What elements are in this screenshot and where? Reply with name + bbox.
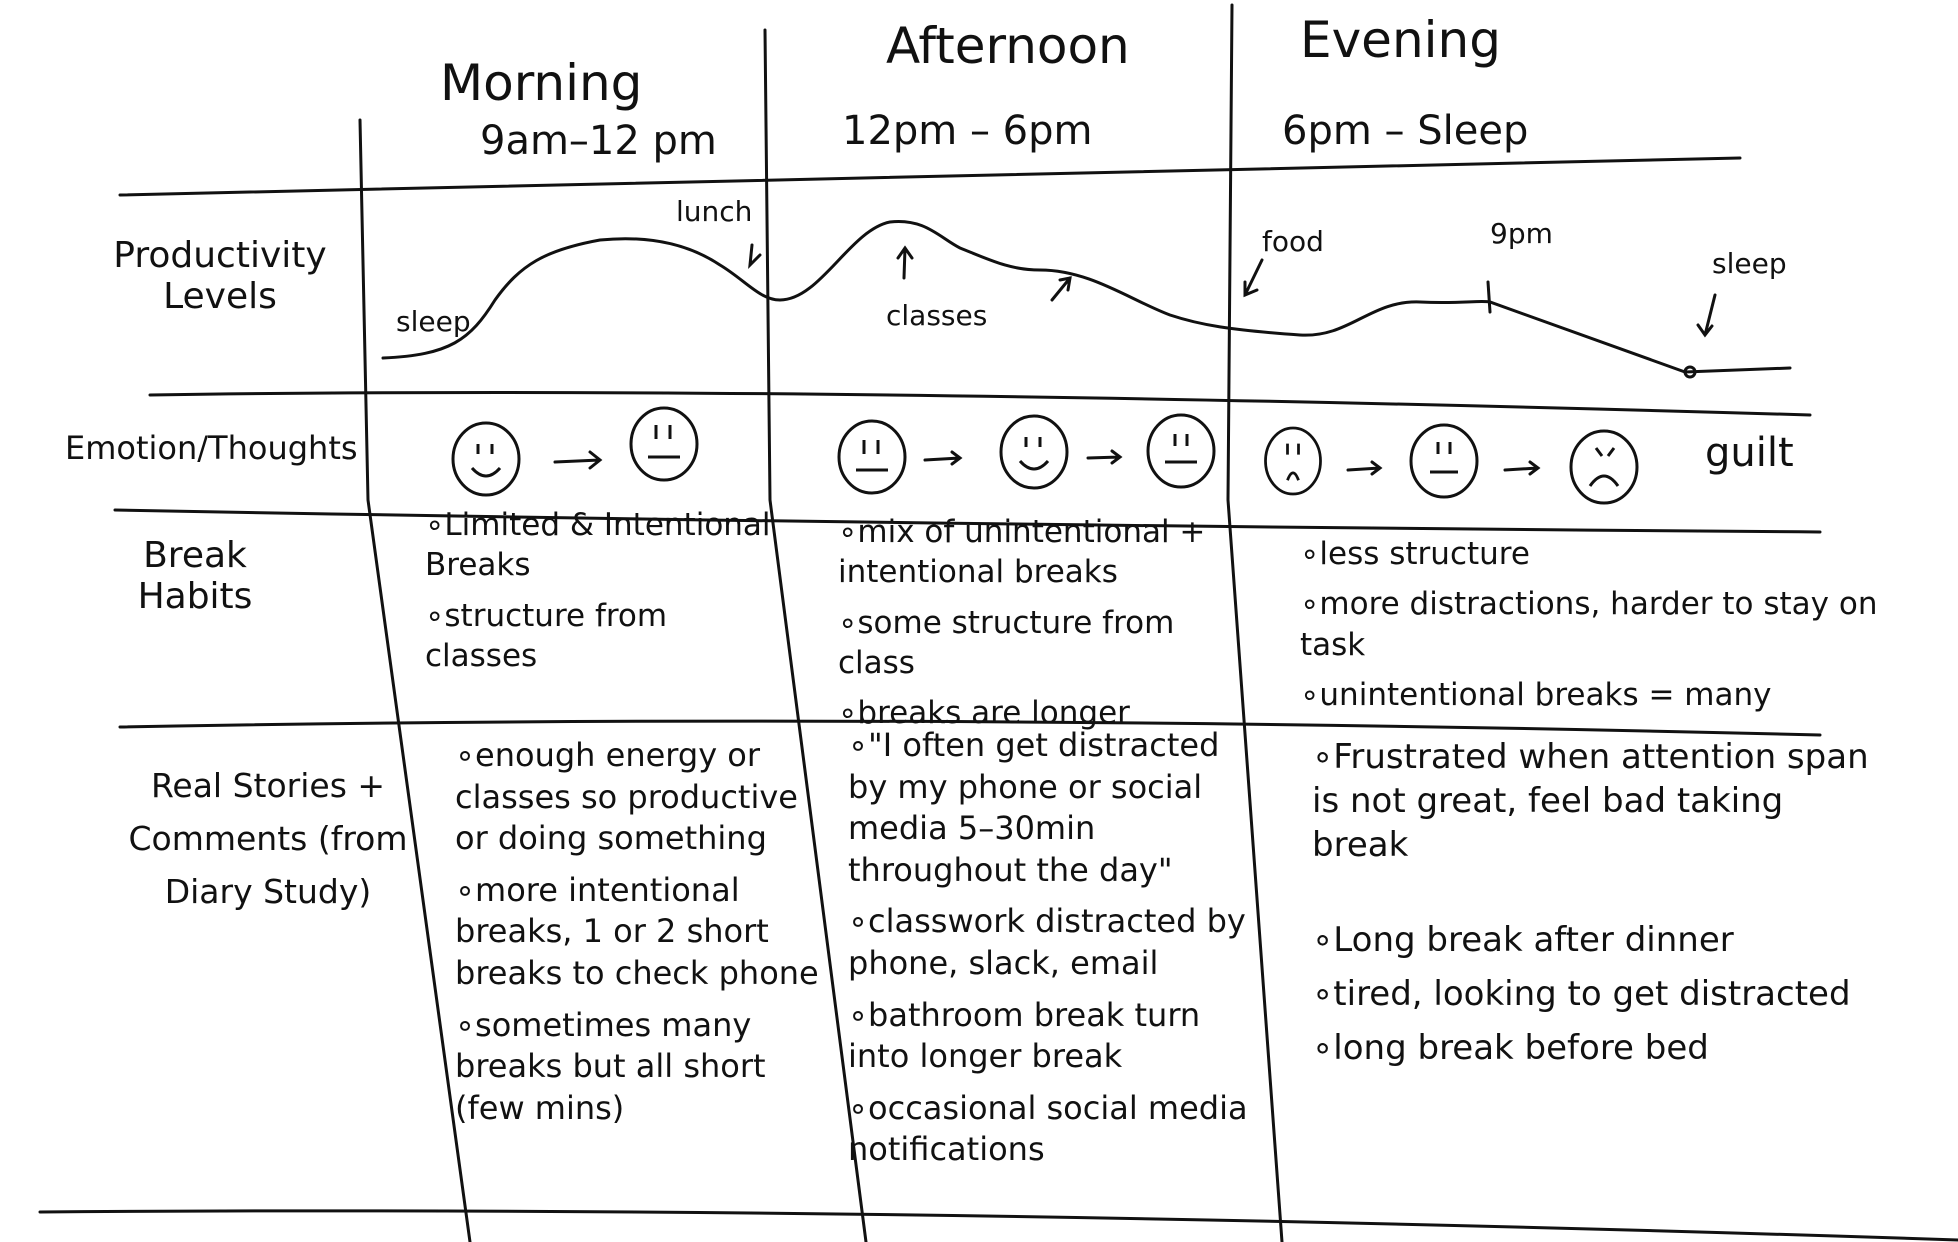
- emotion-arrow: [1086, 449, 1123, 465]
- annotation-9pm: 9pm: [1490, 217, 1553, 250]
- annotation-lunch: lunch: [676, 195, 753, 228]
- list-item: occasional social media notifications: [848, 1088, 1268, 1171]
- row-label-emotion: Emotion/Thoughts: [65, 429, 358, 467]
- sleep-point: [1683, 365, 1697, 379]
- emotion-arrow: [553, 450, 603, 470]
- column-time-afternoon: 12pm – 6pm: [842, 108, 1093, 154]
- break-habits-evening: less structure more distractions, harder…: [1300, 534, 1880, 725]
- divider-label-morning: [358, 118, 472, 1242]
- annotation-sleep-start: sleep: [396, 305, 471, 338]
- list-item: bathroom break turn into longer break: [848, 995, 1268, 1078]
- list-item: Long break after dinner: [1312, 918, 1882, 962]
- list-item: Frustrated when attention span is not gr…: [1312, 735, 1882, 868]
- list-item: less structure: [1300, 534, 1880, 574]
- column-title-evening: Evening: [1300, 11, 1501, 69]
- list-item: long break before bed: [1312, 1026, 1882, 1070]
- list-item: "I often get distracted by my phone or s…: [848, 725, 1268, 891]
- emotion-note-guilt: guilt: [1705, 430, 1794, 476]
- column-time-morning: 9am–12 pm: [480, 118, 717, 164]
- productivity-curve: [381, 219, 1792, 374]
- list-item: sometimes many breaks but all short (few…: [455, 1005, 825, 1130]
- divider-productivity: [148, 391, 1812, 417]
- happy-face-icon: [451, 421, 521, 497]
- sad-face-icon: [1569, 429, 1639, 505]
- divider-bottom: [38, 1209, 1958, 1242]
- stories-evening: Frustrated when attention span is not gr…: [1312, 735, 1882, 1080]
- emotion-arrow: [1346, 460, 1383, 476]
- list-item: structure from classes: [425, 596, 775, 677]
- list-item: unintentional breaks = many: [1300, 675, 1880, 715]
- break-habits-morning: Limited & Intentional Breaks structure f…: [425, 505, 775, 686]
- column-time-evening: 6pm – Sleep: [1282, 108, 1529, 154]
- emotion-arrow: [923, 450, 963, 466]
- list-item: tired, looking to get distracted: [1312, 972, 1882, 1016]
- row-label-real-stories: Real Stories + Comments (from Diary Stud…: [128, 766, 408, 911]
- list-item: enough energy or classes so productive o…: [455, 735, 825, 860]
- divider-morning-afternoon: [763, 28, 868, 1242]
- column-title-morning: Morning: [440, 54, 643, 112]
- lunch-arrow: [748, 243, 762, 270]
- sleep-arrow: [1696, 293, 1717, 338]
- list-item: more intentional breaks, 1 or 2 short br…: [455, 870, 825, 995]
- neutral-face-icon: [1146, 413, 1216, 489]
- list-item: Limited & Intentional Breaks: [425, 505, 775, 586]
- neutral-face-icon: [1409, 423, 1479, 499]
- break-habits-afternoon: mix of unintentional + intentional break…: [838, 512, 1228, 743]
- column-title-afternoon: Afternoon: [886, 17, 1130, 75]
- annotation-food: food: [1262, 225, 1324, 258]
- list-item: some structure from class: [838, 603, 1228, 684]
- list-item: classwork distracted by phone, slack, em…: [848, 901, 1268, 984]
- neutral-face-icon: [629, 406, 699, 482]
- happy-face-icon: [999, 414, 1069, 490]
- classes-arrow-1: [896, 245, 914, 280]
- annotation-sleep-end: sleep: [1712, 247, 1787, 280]
- divider-header: [118, 156, 1742, 197]
- emotion-arrow: [1503, 460, 1541, 476]
- list-item: mix of unintentional + intentional break…: [838, 512, 1228, 593]
- row-label-productivity: Productivity Levels: [113, 235, 327, 318]
- list-item: more distractions, harder to stay on tas…: [1300, 584, 1880, 665]
- annotation-classes: classes: [886, 299, 988, 332]
- food-arrow: [1243, 258, 1264, 298]
- stories-afternoon: "I often get distracted by my phone or s…: [848, 725, 1268, 1181]
- sad-face-icon: [1264, 426, 1322, 496]
- stories-morning: enough energy or classes so productive o…: [455, 735, 825, 1139]
- neutral-face-icon: [837, 419, 907, 495]
- nine-pm-tick: [1486, 280, 1492, 314]
- row-label-break-habits: Break Habits: [137, 535, 253, 618]
- classes-arrow-2: [1050, 276, 1072, 302]
